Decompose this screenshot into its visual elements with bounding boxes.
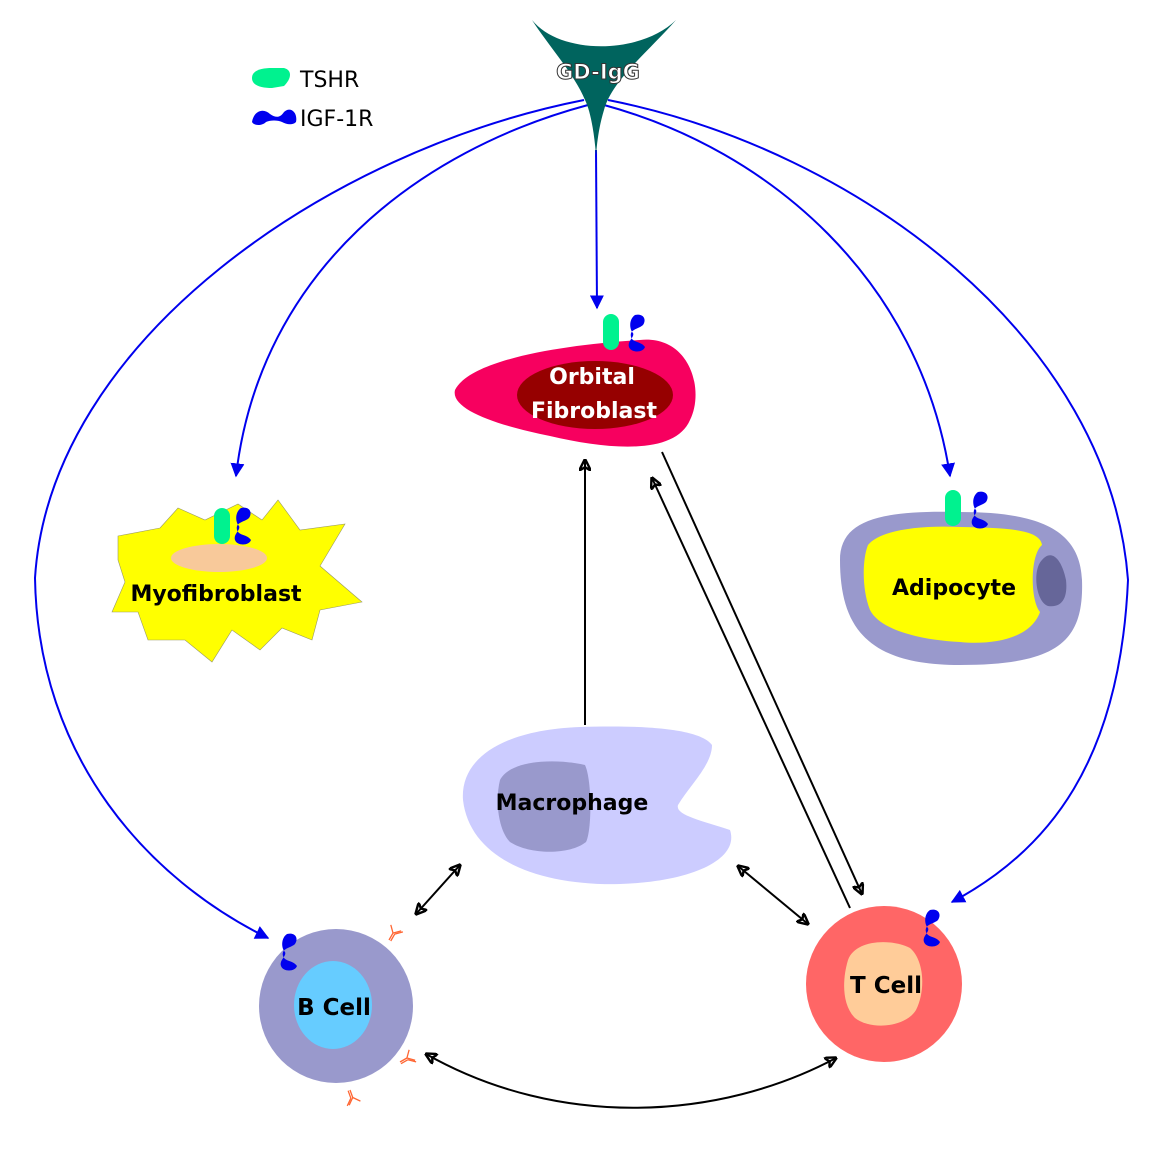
adipocyte-cell[interactable]: Adipocyte [840, 490, 1083, 665]
igf1r-receptor-icon [628, 314, 645, 352]
arrow-macrophage-bcell [416, 865, 460, 914]
antibody-icon [341, 1087, 362, 1107]
t-cell[interactable]: T Cell [806, 906, 962, 1062]
adipocyte-label: Adipocyte [892, 576, 1016, 601]
tshr-receptor-icon [945, 490, 961, 526]
arrow-bcell-tcell [426, 1054, 836, 1109]
macrophage-label: Macrophage [496, 791, 649, 816]
b-cell-label: B Cell [297, 995, 371, 1021]
tshr-receptor-icon [252, 68, 290, 88]
arrow-gdigg-to-orbital-fibroblast [589, 149, 604, 310]
arrow-macrophage-tcell [738, 866, 808, 924]
gd-igg-antibody: GD-IgG [532, 20, 676, 155]
arrow-gdigg-to-myofibroblast [230, 104, 589, 478]
igf1r-receptor-icon [971, 491, 988, 529]
antibody-icon [396, 1049, 417, 1070]
tshr-receptor-icon [214, 508, 230, 544]
arrow-gdigg-to-b-cell [33, 99, 585, 939]
myofibroblast-cell[interactable]: Myofibroblast [111, 499, 363, 663]
t-cell-label: T Cell [850, 973, 922, 999]
arrow-gdigg-to-adipocyte [603, 104, 956, 478]
interaction-arrows [416, 451, 862, 1109]
gd-igg-label: GD-IgG [556, 60, 640, 84]
gd-igg-arrows [33, 99, 1130, 939]
myofibroblast-label: Myofibroblast [130, 582, 302, 607]
legend-label-tshr: TSHR [299, 68, 359, 93]
tshr-receptor-icon [603, 314, 619, 350]
arrow-gdigg-to-t-cell [607, 99, 1130, 903]
legend: TSHR IGF-1R [252, 68, 373, 132]
orbital-fibroblast-label-line1: Orbital [549, 365, 635, 390]
macrophage-cell[interactable]: Macrophage [462, 726, 732, 885]
arrow-orbital-fibroblast-to-tcell [661, 451, 862, 894]
b-cell[interactable]: B Cell [259, 924, 417, 1107]
igf1r-receptor-icon [252, 109, 297, 125]
legend-label-igf1r: IGF-1R [300, 107, 373, 132]
arrow-tcell-to-orbital-fibroblast [652, 478, 851, 909]
orbital-fibroblast-label-line2: Fibroblast [531, 399, 658, 424]
orbital-fibroblast-cell[interactable]: Orbital Fibroblast [454, 314, 696, 447]
antibody-icon [383, 924, 404, 945]
